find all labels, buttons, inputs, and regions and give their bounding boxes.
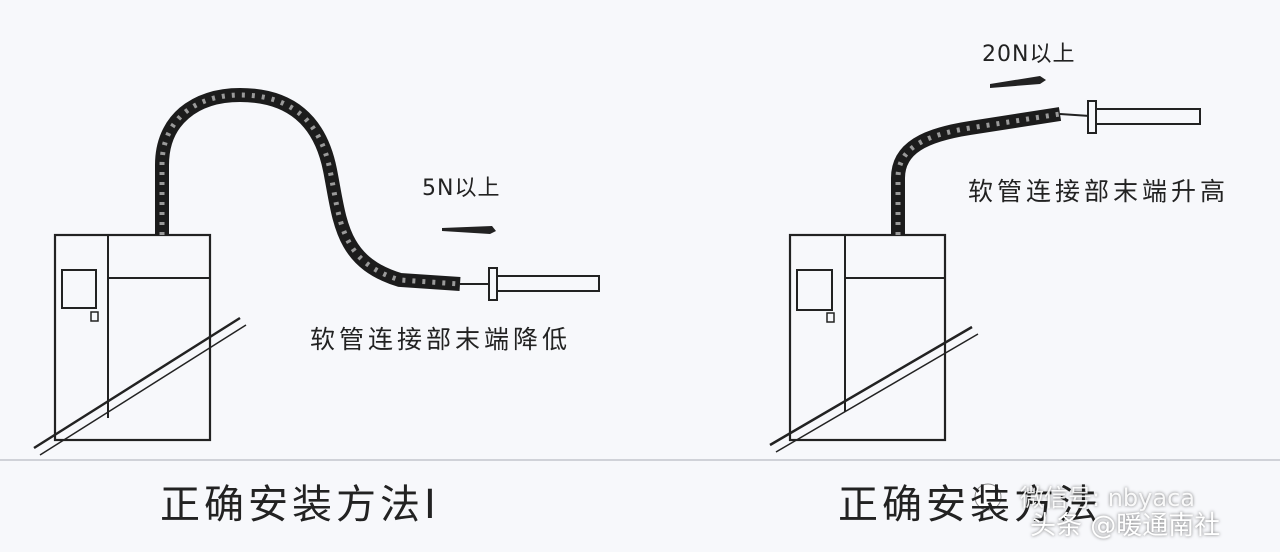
wechat-watermark: 微信号: nbyaca xyxy=(1020,484,1195,512)
left-unit-latch xyxy=(90,311,99,322)
right-hose-label: 软管连接部末端升高 xyxy=(968,177,1230,206)
right-unit-body xyxy=(788,233,947,442)
left-connector-collar xyxy=(488,267,498,301)
left-pipe xyxy=(496,275,600,292)
left-unit-body xyxy=(53,233,212,442)
wechat-icon xyxy=(974,483,1002,511)
left-hose-label: 软管连接部末端降低 xyxy=(310,325,572,354)
left-floor-line-inner xyxy=(39,324,247,456)
right-floor-line xyxy=(769,325,973,447)
left-force-arrow xyxy=(442,226,496,234)
right-hose-braid xyxy=(895,111,1061,235)
right-unit-latch xyxy=(826,312,835,323)
left-unit-window xyxy=(61,269,97,309)
right-connector-collar xyxy=(1087,100,1097,134)
right-floor-line-inner xyxy=(775,333,979,453)
right-caption: 正确安装方法 xyxy=(838,482,1102,528)
left-hose xyxy=(155,87,461,291)
right-force-arrow xyxy=(990,76,1046,88)
right-install-figure xyxy=(769,76,1201,453)
left-caption: 正确安装方法I xyxy=(160,482,440,528)
right-pipe xyxy=(1095,108,1201,125)
toutiao-watermark: 头条 @暖通南社 xyxy=(1030,511,1221,541)
right-connector-neck xyxy=(1059,113,1091,117)
left-force-label: 5N以上 xyxy=(422,176,501,201)
right-unit-window xyxy=(796,269,833,311)
right-force-label: 20N以上 xyxy=(982,42,1076,67)
left-install-figure xyxy=(33,87,600,456)
left-floor-line xyxy=(33,316,241,450)
